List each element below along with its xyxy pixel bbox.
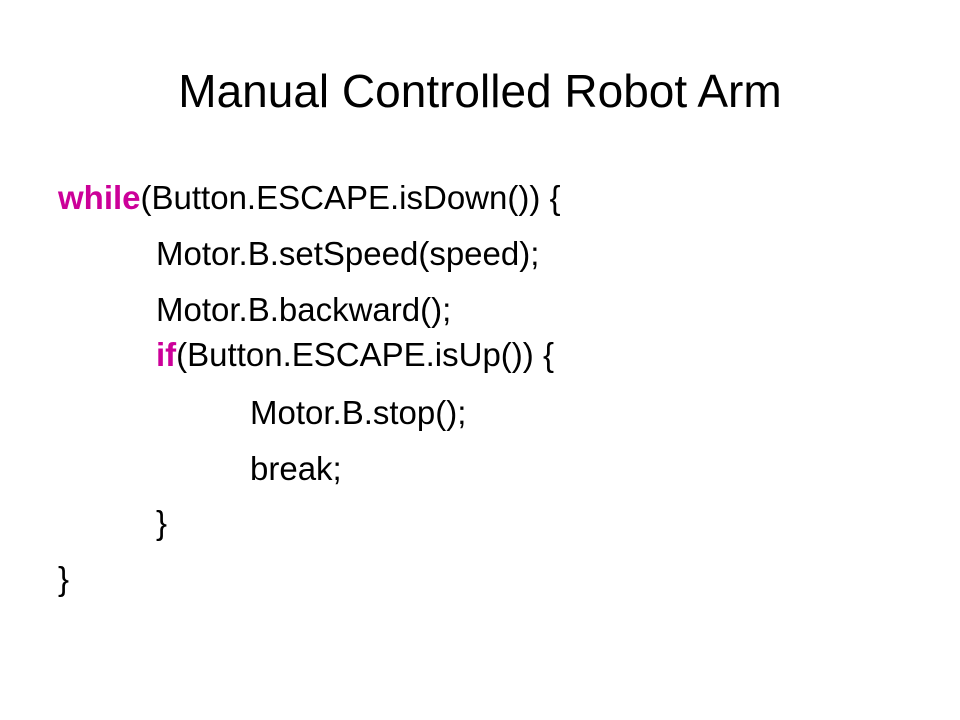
code-line-close-while: } (58, 560, 70, 597)
code-line-if: if(Button.ESCAPE.isUp()) { (156, 335, 554, 375)
code-line-while: while(Button.ESCAPE.isDown()) { (58, 178, 561, 218)
code-line-backward: Motor.B.backward(); (156, 291, 452, 328)
code-line-stop: Motor.B.stop(); (250, 394, 467, 431)
keyword-if: if (156, 336, 177, 373)
code-line-break: break; (250, 450, 342, 487)
keyword-while: while (58, 179, 141, 216)
slide-title: Manual Controlled Robot Arm (178, 65, 782, 117)
code-text: (Button.ESCAPE.isUp()) { (176, 336, 554, 373)
code-line-set-speed: Motor.B.setSpeed(speed); (156, 235, 540, 272)
code-line-close-if: } (156, 504, 168, 541)
code-text: (Button.ESCAPE.isDown()) { (140, 179, 561, 216)
